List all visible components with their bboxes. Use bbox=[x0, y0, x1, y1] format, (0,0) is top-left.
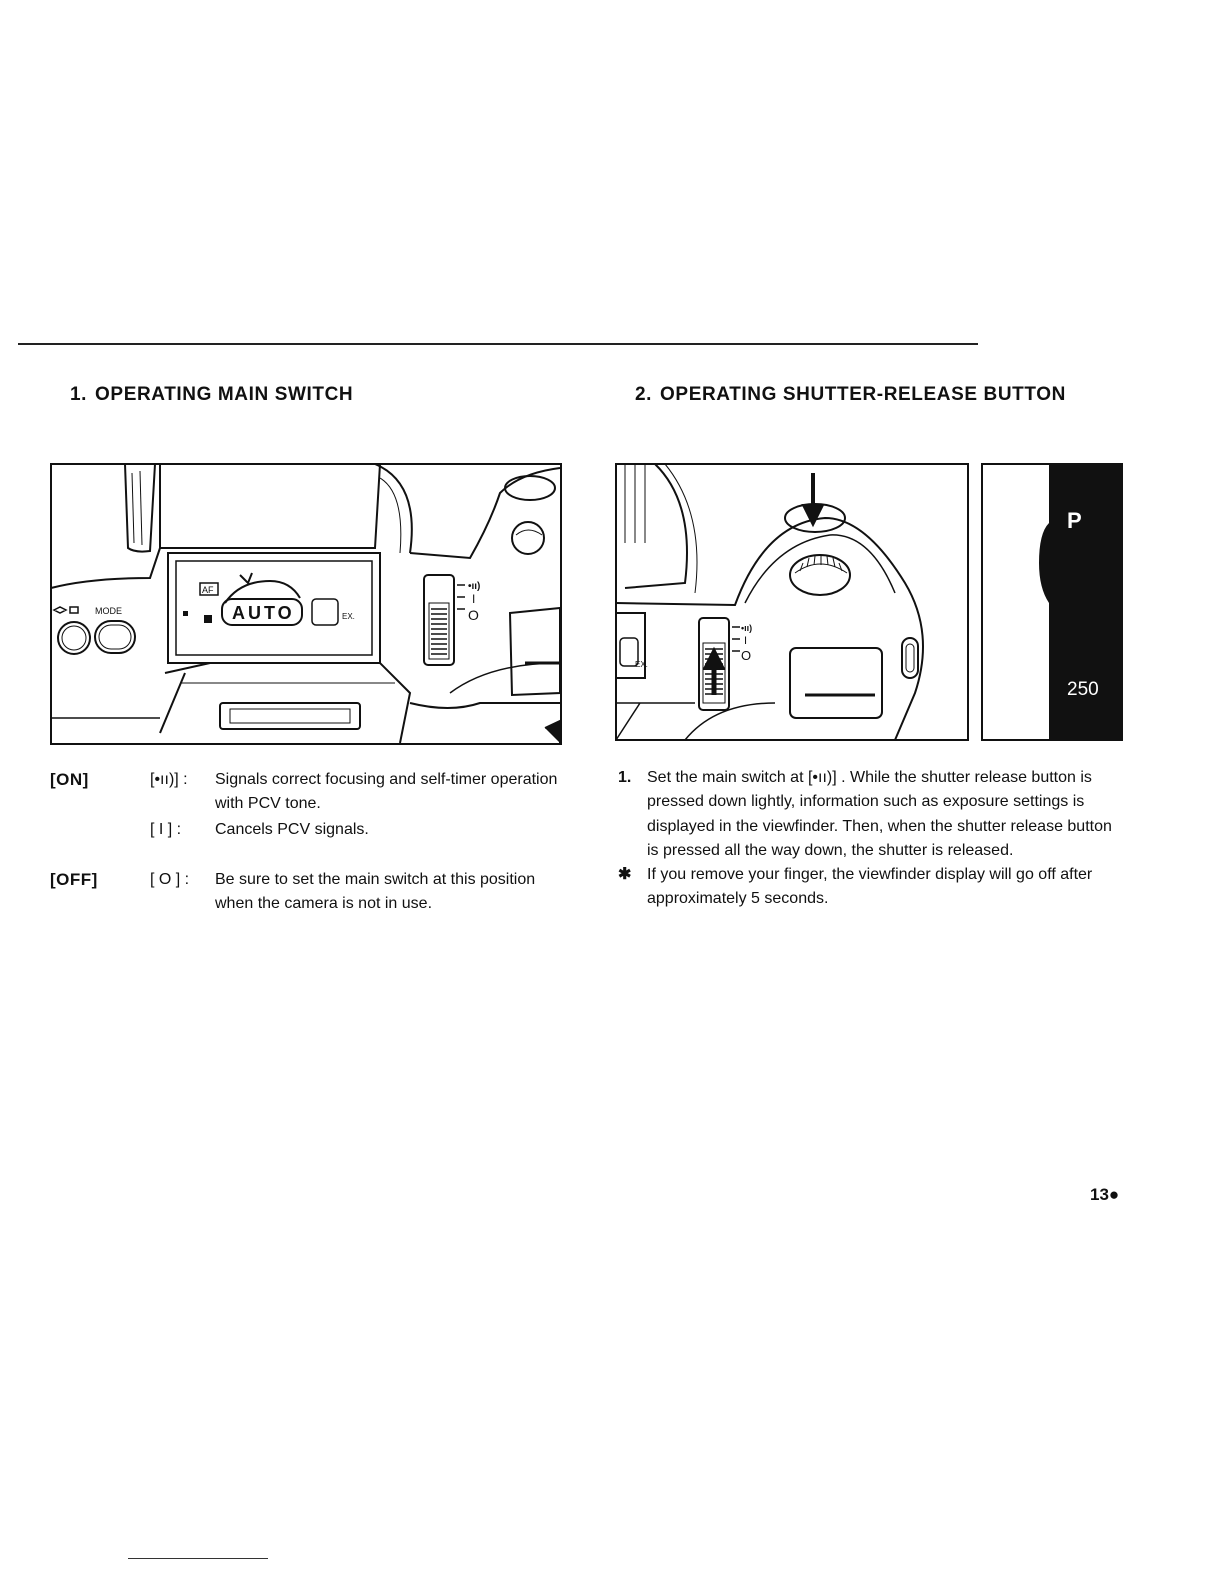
definition-symbol: [•ıı)] : bbox=[150, 771, 188, 788]
switch-off-symbol: O bbox=[741, 648, 751, 663]
main-switch-illustration: MODE AF AUTO EX. •ıı) I O bbox=[50, 463, 562, 745]
note-text: If you remove your finger, the viewfinde… bbox=[647, 866, 1093, 908]
bottom-rule bbox=[128, 1558, 268, 1559]
section-number: 2. bbox=[635, 384, 653, 405]
step-text: Set the main switch at [•ıı)] . While th… bbox=[647, 769, 1112, 859]
section-heading-shutter-release: 2. OPERATING SHUTTER-RELEASE BUTTON bbox=[635, 384, 1066, 406]
top-rule bbox=[18, 343, 978, 345]
mode-label: MODE bbox=[95, 606, 122, 616]
note-marker: ✱ bbox=[618, 866, 632, 884]
definition-text: Signals correct focusing and self-timer … bbox=[215, 771, 558, 812]
note-item: ✱ If you remove your finger, the viewfin… bbox=[615, 863, 1115, 912]
viewfinder-shutter-speed: 250 bbox=[1067, 679, 1099, 700]
viewfinder-mode: P bbox=[1067, 508, 1082, 533]
section-heading-main-switch: 1. OPERATING MAIN SWITCH bbox=[70, 384, 353, 406]
definition-term: [OFF] bbox=[50, 870, 98, 889]
step-item: 1. Set the main switch at [•ıı)] . While… bbox=[615, 766, 1115, 863]
definition-symbol: [ O ] : bbox=[150, 871, 190, 888]
step-marker: 1. bbox=[618, 769, 632, 786]
definition-text: Be sure to set the main switch at this p… bbox=[215, 871, 536, 912]
ex-label: EX. bbox=[342, 612, 355, 621]
switch-cancel-symbol: I bbox=[472, 592, 475, 606]
shutter-steps-list: 1. Set the main switch at [•ıı)] . While… bbox=[615, 766, 1115, 912]
viewfinder-display: P 250 bbox=[981, 463, 1123, 741]
switch-cancel-symbol: I bbox=[744, 635, 747, 647]
switch-off-symbol: O bbox=[468, 607, 479, 623]
definition-term: [ON] bbox=[50, 770, 89, 789]
section-number: 1. bbox=[70, 384, 88, 405]
section-title: OPERATING MAIN SWITCH bbox=[95, 384, 354, 405]
section-title: OPERATING SHUTTER-RELEASE BUTTON bbox=[660, 384, 1066, 405]
af-label: AF bbox=[202, 585, 214, 595]
definition-text: Cancels PCV signals. bbox=[215, 821, 369, 838]
page-number: 13● bbox=[1090, 1185, 1120, 1204]
ex-label: EX. bbox=[635, 660, 648, 669]
definition-symbol: [ I ] : bbox=[150, 821, 182, 838]
switch-on-symbol: •ıı) bbox=[468, 581, 480, 592]
switch-on-symbol: •ıı) bbox=[741, 623, 752, 633]
shutter-release-illustration: EX. •ıı) I O bbox=[615, 463, 969, 741]
auto-label: AUTO bbox=[232, 603, 295, 623]
